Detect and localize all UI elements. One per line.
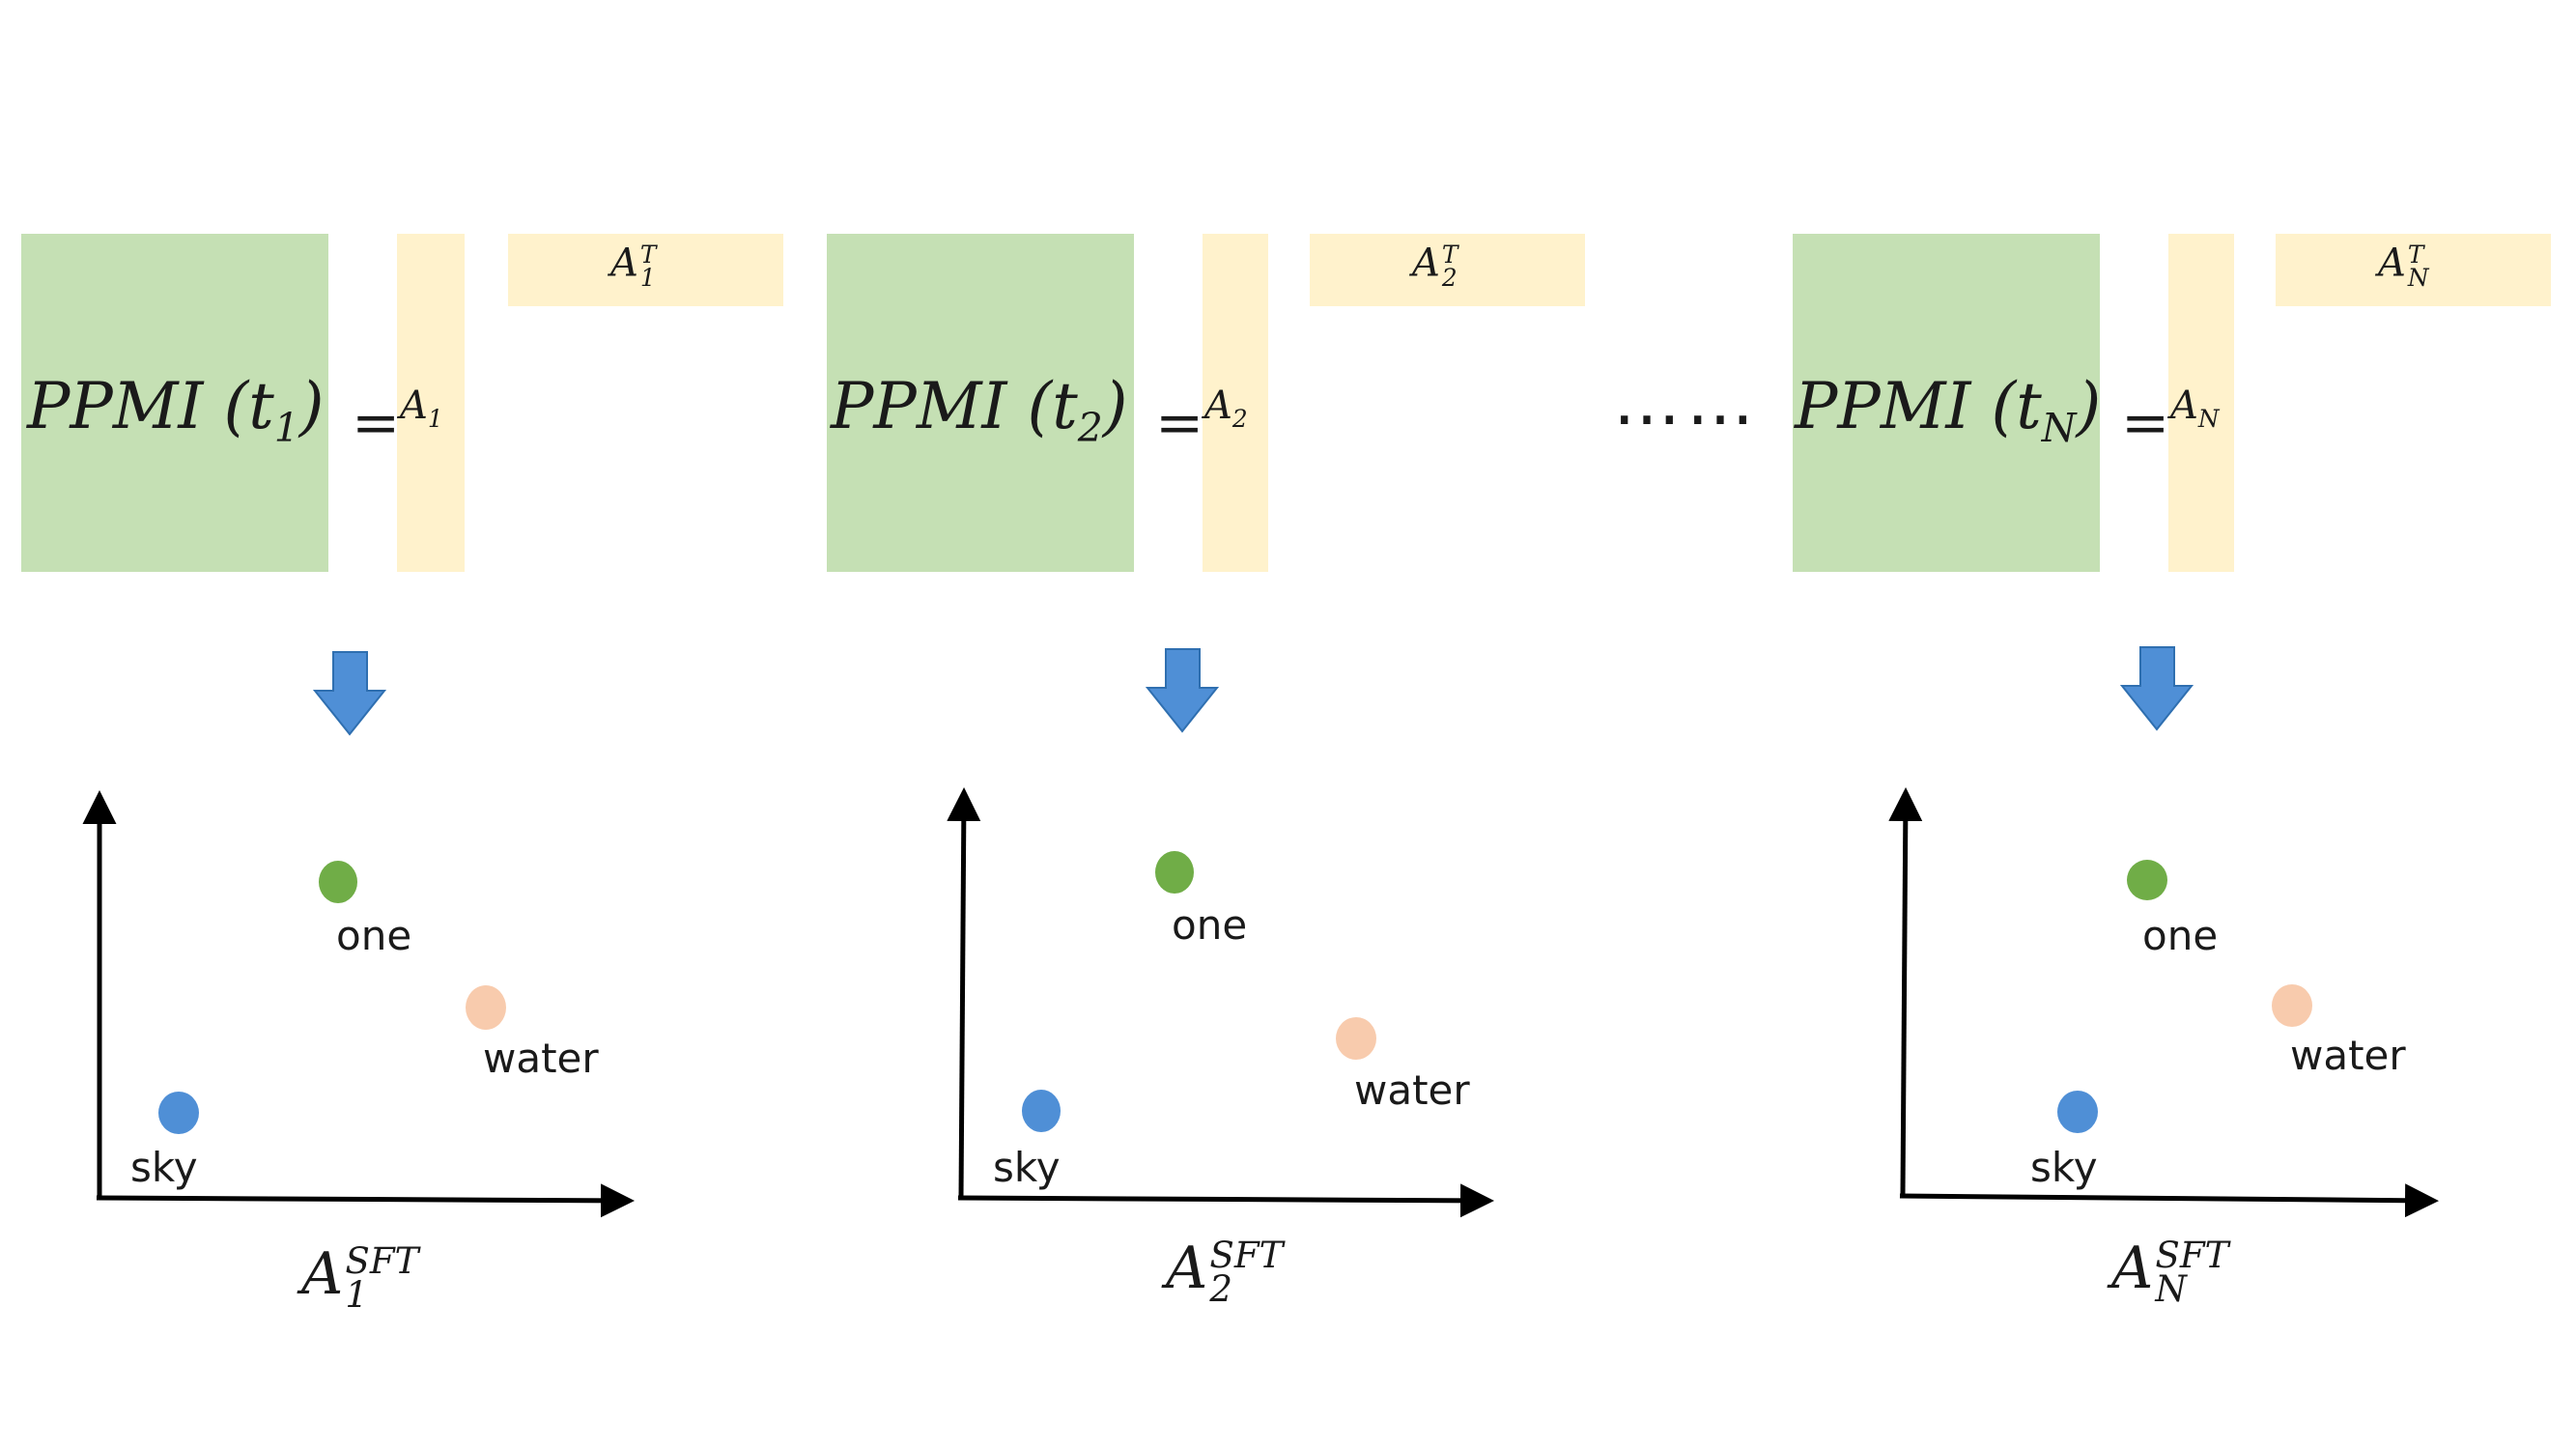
point-sky-2: [1022, 1090, 1061, 1132]
factor-column-2: [1203, 234, 1268, 572]
factor-column-1: [397, 234, 465, 572]
point-label-water-2: water: [1354, 1066, 1470, 1114]
x-axis-2: [957, 1183, 1494, 1218]
point-label-one-1: one: [336, 912, 412, 959]
ellipsis: ……: [1613, 361, 1760, 440]
point-label-water-3: water: [2290, 1032, 2406, 1079]
point-sky-3: [2057, 1091, 2098, 1133]
point-label-sky-2: sky: [993, 1144, 1061, 1191]
ppmi-label-1: PPMI (t1): [27, 369, 325, 452]
down-arrow-icon: [312, 651, 387, 736]
point-one-1: [319, 861, 357, 903]
point-water-1: [466, 985, 506, 1030]
point-one-3: [2127, 860, 2167, 900]
down-arrow-icon: [2119, 646, 2194, 731]
equals-sign-3: =: [2121, 389, 2170, 457]
x-axis-3: [1899, 1183, 2439, 1218]
equals-sign-2: =: [1155, 389, 1204, 457]
ppmi-matrix-2: [827, 234, 1134, 572]
ppmi-label-2: PPMI (t2): [831, 369, 1128, 452]
factor-column-3: [2168, 234, 2234, 572]
y-axis-2: [947, 787, 981, 1199]
factor-label-3: AN: [2170, 384, 2220, 433]
factor-row-transpose-1: [508, 234, 783, 306]
point-label-one-2: one: [1172, 901, 1248, 949]
ppmi-matrix-3: [1793, 234, 2100, 572]
point-sky-1: [158, 1092, 199, 1134]
point-water-2: [1336, 1017, 1376, 1060]
point-label-water-1: water: [483, 1035, 599, 1082]
y-axis-3: [1888, 787, 1923, 1195]
x-axis-1: [96, 1183, 635, 1218]
down-arrow-icon: [1145, 648, 1220, 733]
point-label-sky-1: sky: [130, 1144, 198, 1191]
equals-sign-1: =: [352, 389, 401, 457]
point-label-one-3: one: [2142, 912, 2219, 959]
factor-label-1: A1: [400, 384, 443, 433]
factor-row-transpose-3: [2276, 234, 2551, 306]
ppmi-matrix-1: [21, 234, 328, 572]
ppmi-label-3: PPMI (tN): [1795, 369, 2102, 452]
factor-row-transpose-2: [1310, 234, 1585, 306]
point-one-2: [1155, 851, 1194, 894]
point-water-3: [2272, 984, 2312, 1027]
factor-label-2: A2: [1204, 384, 1248, 433]
point-label-sky-3: sky: [2030, 1144, 2098, 1191]
